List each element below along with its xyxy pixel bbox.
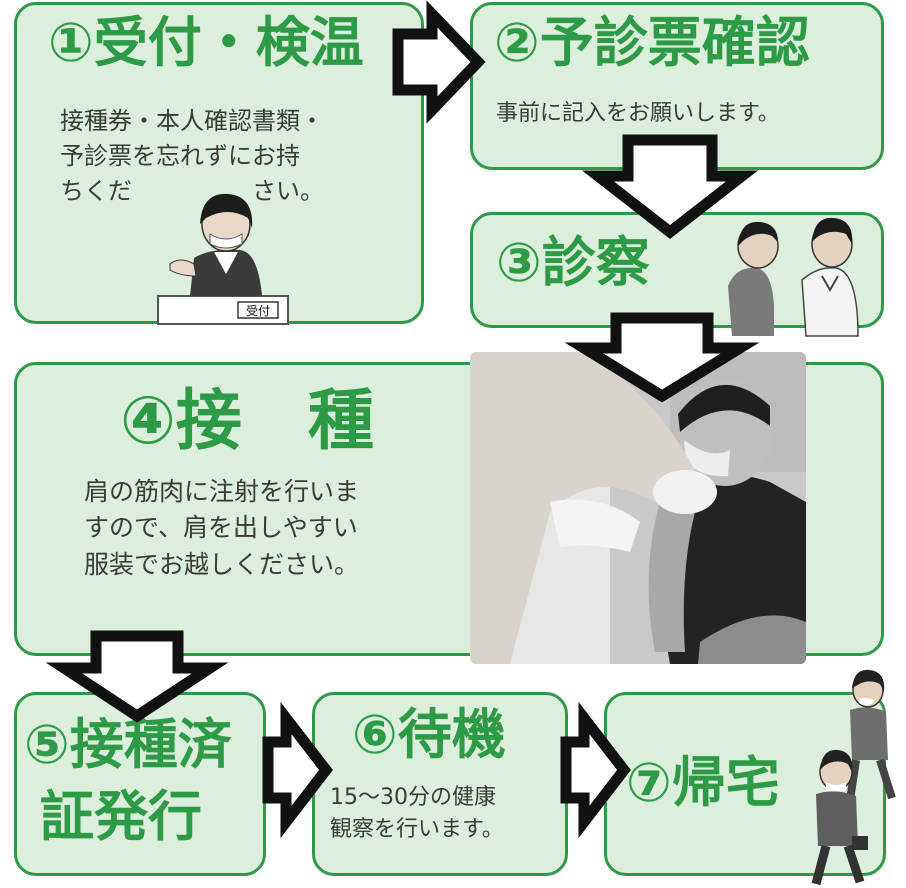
- arrow-5-6: [262, 701, 333, 839]
- step4-description: 肩の筋肉に注射を行いま すので、肩を出しやすい 服装でお越しください。: [84, 477, 360, 579]
- arrow-2-3: [581, 134, 759, 239]
- arrow-3-4: [564, 312, 760, 403]
- step5-title-line2: 証発行: [40, 785, 202, 848]
- arrow-4-5: [45, 630, 229, 723]
- step2-title: ②予診票確認: [494, 11, 810, 74]
- walking-people-illustration: [811, 669, 896, 886]
- arrow-6-7: [560, 701, 631, 839]
- step3-title: ③診察: [496, 231, 650, 294]
- step6-box: [312, 692, 568, 876]
- arrow-1-2: [392, 0, 486, 124]
- step4-title: ④接 種: [120, 382, 374, 459]
- step1-description: 接種券・本人確認書類・ 予診票を忘れずにお持 ちくだ さい。: [60, 107, 324, 205]
- doctor-patient-illustration: [728, 217, 859, 337]
- step6-title: ⑥待機: [352, 703, 506, 766]
- step7-title: ⑦帰宅: [626, 751, 780, 814]
- vaccination-photo: [470, 352, 806, 664]
- step5-title-line1: ⑤接種済: [24, 713, 232, 776]
- step6-description: 15～30分の健康 観察を行います。: [330, 785, 504, 842]
- receptionist-illustration: 受付: [157, 193, 289, 325]
- step1-title: ①受付・検温: [48, 11, 364, 74]
- step2-description: 事前に記入をお願いします。: [496, 101, 780, 126]
- reception-sign-label: 受付: [246, 304, 270, 318]
